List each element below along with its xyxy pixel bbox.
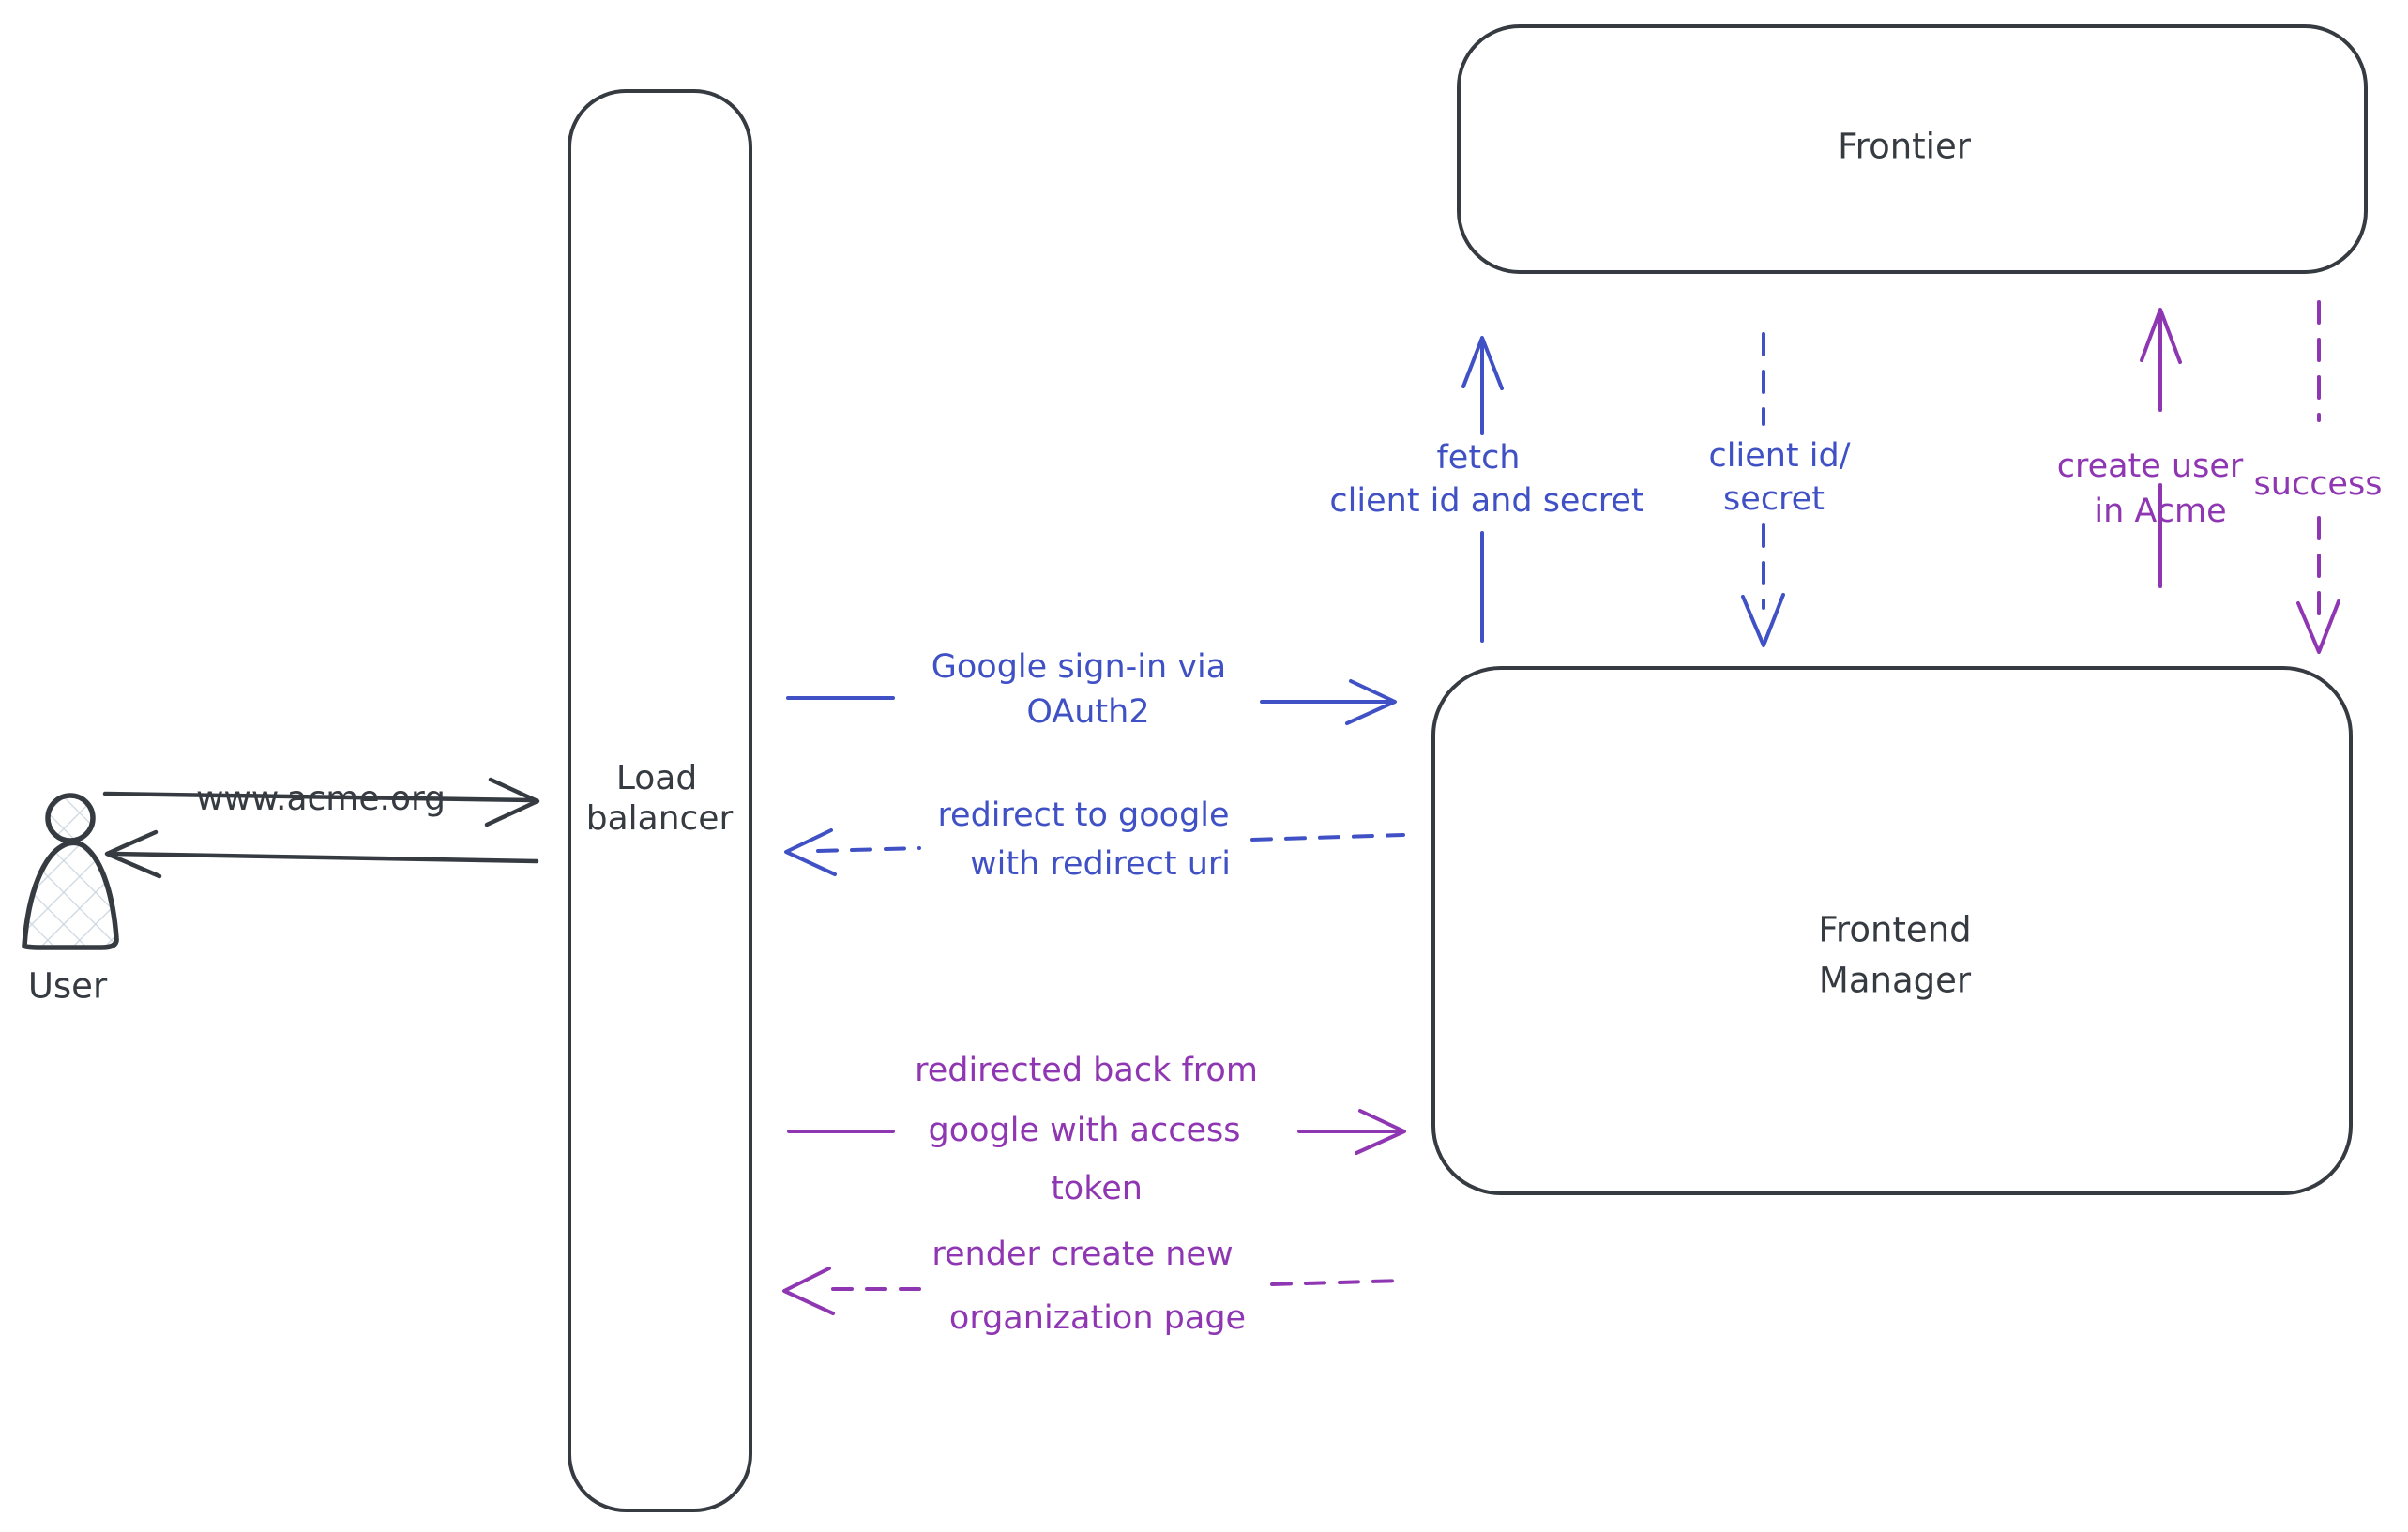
- edge-label-line2: google with access: [929, 1112, 1241, 1149]
- arrowhead-left-icon: [104, 829, 162, 879]
- edge-label: www.acme.org: [196, 780, 446, 818]
- arrowhead-right-icon: [1345, 679, 1397, 725]
- edge-label-line2: client id and secret: [1329, 482, 1643, 520]
- edge-label-line1: fetch: [1436, 439, 1520, 477]
- edge-render-org: render create new organization page: [782, 1236, 1405, 1337]
- edge-label-line2: with redirect uri: [970, 845, 1231, 883]
- frontier-label: Frontier: [1838, 127, 1972, 167]
- user-label: User: [28, 966, 108, 1007]
- load-balancer-node: Load balancer: [568, 89, 752, 1512]
- user-actor: User: [22, 793, 119, 1007]
- load-balancer-box: [568, 89, 752, 1512]
- edge-www-acme: www.acme.org: [102, 777, 540, 827]
- edge-label-line2: organization page: [949, 1299, 1246, 1337]
- load-balancer-label-line1: Load: [616, 759, 697, 797]
- edge-label-line2: in Acme: [2094, 493, 2226, 530]
- frontier-node: Frontier: [1457, 24, 2368, 274]
- edge-label-line1: Google sign-in via: [931, 648, 1226, 686]
- edge-redirected-back: redirected back from google with access …: [787, 1052, 1406, 1207]
- edge-label-line1: create user: [2057, 447, 2244, 485]
- edge-label-line1: redirect to google: [937, 796, 1229, 834]
- frontend-manager-label-line1: Frontend: [1818, 910, 1971, 950]
- arrowhead-left-icon: [782, 1267, 835, 1315]
- frontend-manager-label-line2: Manager: [1819, 961, 1972, 1001]
- edge-success: success: [2254, 300, 2383, 654]
- edge-label-line2: secret: [1723, 480, 1825, 518]
- edge-line: [1250, 833, 1405, 842]
- load-balancer-label-line2: balancer: [586, 799, 734, 838]
- user-body-icon: [22, 840, 119, 950]
- edge-line: [816, 846, 921, 853]
- edge-label-line1: redirected back from: [915, 1052, 1258, 1089]
- arrowhead-left-icon: [784, 828, 837, 876]
- arrowhead-up-icon: [1461, 336, 1504, 390]
- frontend-manager-box: [1431, 666, 2353, 1195]
- edge-label-line1: client id/: [1709, 437, 1851, 475]
- arrowhead-down-icon: [2296, 599, 2340, 654]
- edge-google-signin: Google sign-in via OAuth2: [786, 648, 1397, 731]
- edge-label-line3: token: [1051, 1170, 1143, 1207]
- edge-create-user: create user in Acme: [2057, 308, 2244, 588]
- edge-line: [110, 851, 539, 864]
- edge-label: success: [2254, 465, 2383, 503]
- arrowhead-right-icon: [484, 777, 540, 827]
- edge-fetch-client: fetch client id and secret: [1329, 336, 1644, 643]
- arrowhead-up-icon: [2140, 308, 2182, 364]
- arrowhead-right-icon: [1355, 1109, 1406, 1155]
- edge-client-id-secret: client id/ secret: [1709, 332, 1851, 647]
- edge-redirect-google: redirect to google with redirect uri: [784, 796, 1405, 883]
- arrowhead-down-icon: [1741, 593, 1785, 647]
- frontend-manager-node: Frontend Manager: [1431, 666, 2353, 1195]
- edge-line: [102, 791, 536, 803]
- user-head-icon: [45, 793, 96, 843]
- edge-label-line2: OAuth2: [1026, 693, 1149, 731]
- edge-line: [1270, 1279, 1405, 1286]
- edge-lb-to-user: [104, 829, 539, 879]
- edge-label-line1: render create new: [931, 1236, 1233, 1273]
- frontier-box: [1457, 24, 2368, 274]
